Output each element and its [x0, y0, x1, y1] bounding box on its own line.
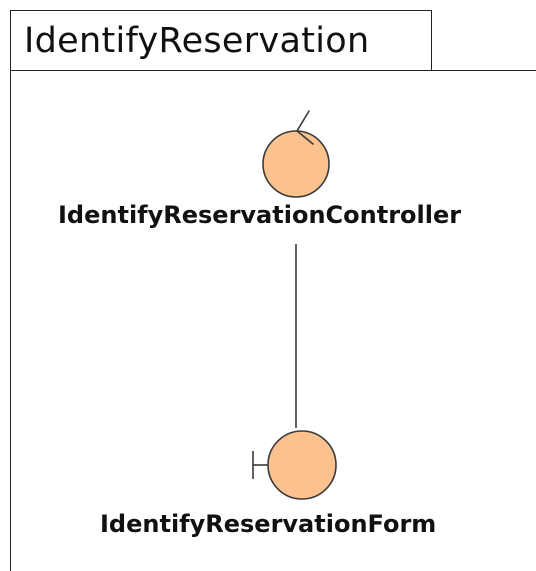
package-frame-tab[interactable]: IdentifyReservation	[10, 10, 432, 70]
control-element[interactable]	[262, 110, 330, 198]
control-arrow-icon	[296, 110, 314, 145]
diagram-canvas: IdentifyReservation IdentifyReservationC…	[10, 10, 536, 571]
package-frame	[10, 70, 536, 571]
control-circle	[262, 130, 330, 198]
form-label: IdentifyReservationForm	[100, 510, 437, 538]
package-title: IdentifyReservation	[24, 21, 370, 61]
diagram-graphics	[252, 110, 337, 500]
boundary-circle	[267, 430, 337, 500]
boundary-element[interactable]	[252, 430, 337, 500]
controller-label: IdentifyReservationController	[58, 201, 462, 229]
